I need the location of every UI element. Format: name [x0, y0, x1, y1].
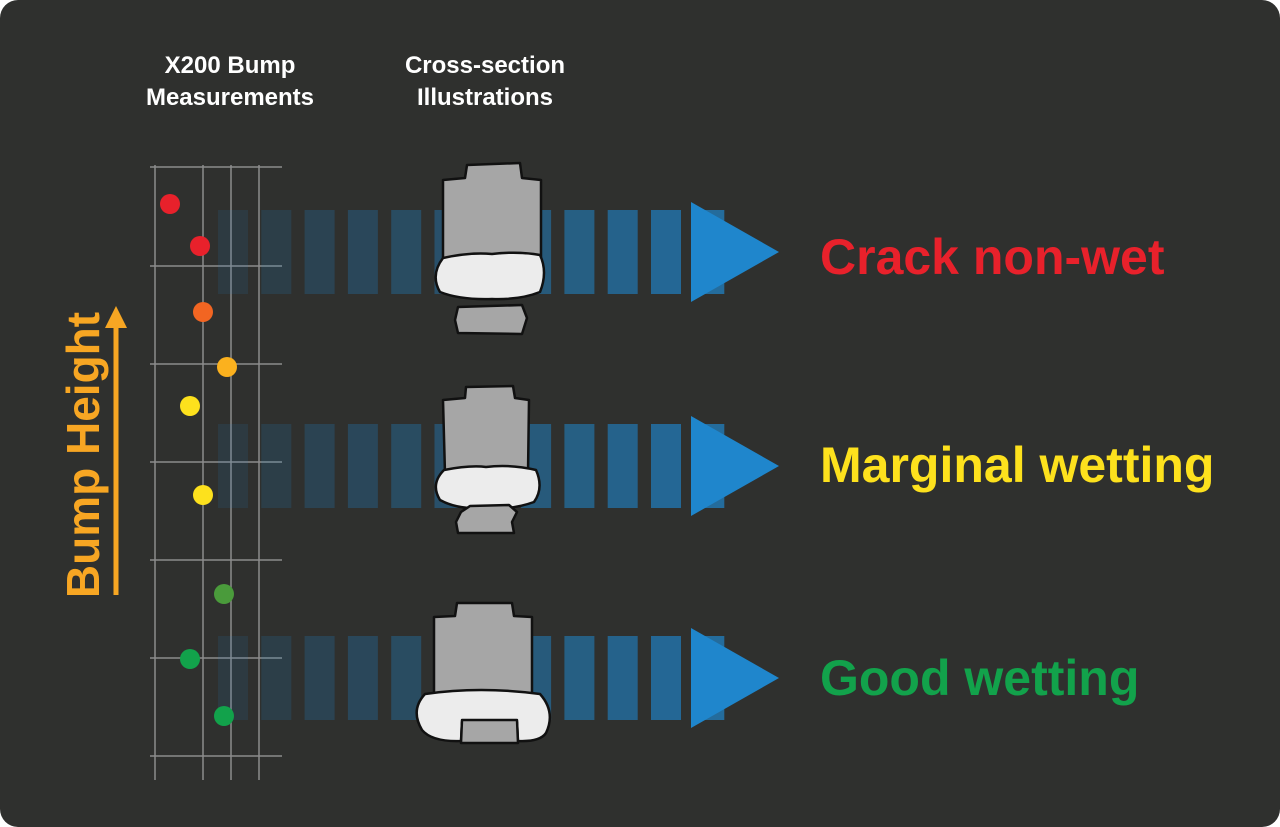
arrow-dash-segment: [347, 636, 378, 720]
arrow-head: [691, 416, 779, 516]
arrow-dash-segment: [347, 210, 378, 294]
arrow-dash-segment: [304, 636, 335, 720]
measurement-point: [180, 396, 200, 416]
axis-label-bump-height: Bump Height: [57, 311, 109, 599]
solder-cap: [415, 688, 552, 743]
heading-bump-measurements: X200 Bump Measurements: [120, 50, 340, 114]
heading-line: Measurements: [145, 84, 315, 111]
arrow-dash-segment: [607, 636, 638, 720]
arrow-dash-segment: [651, 210, 681, 294]
arrow-dash-segment: [218, 636, 248, 720]
arrow-head: [691, 628, 779, 728]
cross-section-good-wetting: [415, 601, 552, 745]
bump-pillar: [432, 601, 534, 699]
pad: [453, 303, 529, 336]
measurement-grid: [150, 165, 282, 780]
arrow-dash-segment: [607, 210, 638, 294]
arrow-dash-segment: [607, 424, 638, 508]
heading-line: Cross-section: [404, 52, 566, 79]
measurement-points: [160, 194, 237, 726]
arrow-dash-segment: [651, 636, 681, 720]
arrow-dash-segment: [391, 210, 422, 294]
bump-pillar: [441, 384, 531, 476]
heading-line: Illustrations: [416, 84, 554, 111]
heading-line: X200 Bump: [164, 52, 296, 79]
measurement-point: [193, 485, 213, 505]
heading-cross-section-illustrations: Cross-section Illustrations: [375, 50, 595, 114]
arrow-head: [691, 202, 779, 302]
arrow-dash-segment: [218, 424, 248, 508]
measurement-point: [190, 236, 210, 256]
arrow-dash-segment: [564, 636, 595, 720]
measurement-point: [193, 302, 213, 322]
arrow-dash-segment: [261, 424, 292, 508]
outcome-good-wetting: Good wetting: [820, 650, 1140, 706]
cross-section-marginal-wetting: [434, 384, 541, 535]
pad: [454, 503, 519, 535]
outcome-crack-non-wet: Crack non-wet: [820, 229, 1165, 285]
cross-section-crack-non-wet: [434, 161, 546, 336]
arrow-dash-segment: [391, 424, 422, 508]
arrow-crack: [218, 202, 779, 302]
solder-cap: [434, 464, 541, 510]
measurement-point: [214, 584, 234, 604]
pad: [459, 718, 520, 745]
arrow-dash-segment: [564, 424, 595, 508]
measurement-point: [160, 194, 180, 214]
arrow-dash-segment: [304, 424, 335, 508]
arrow-dash-segment: [391, 636, 422, 720]
bump-height-arrow: [105, 306, 127, 595]
arrow-dash-segment: [261, 636, 292, 720]
measurement-point: [217, 357, 237, 377]
arrow-dash-segment: [347, 424, 378, 508]
arrow-dash-segment: [261, 210, 292, 294]
measurement-point: [214, 706, 234, 726]
solder-cap: [434, 251, 546, 301]
arrow-dash-segment: [218, 210, 248, 294]
arrow-dash-segment: [651, 424, 681, 508]
measurement-point: [180, 649, 200, 669]
outcome-marginal-wetting: Marginal wetting: [820, 437, 1215, 493]
arrow-dash-segment: [564, 210, 595, 294]
bump-pillar: [441, 161, 543, 264]
arrow-dash-segment: [304, 210, 335, 294]
